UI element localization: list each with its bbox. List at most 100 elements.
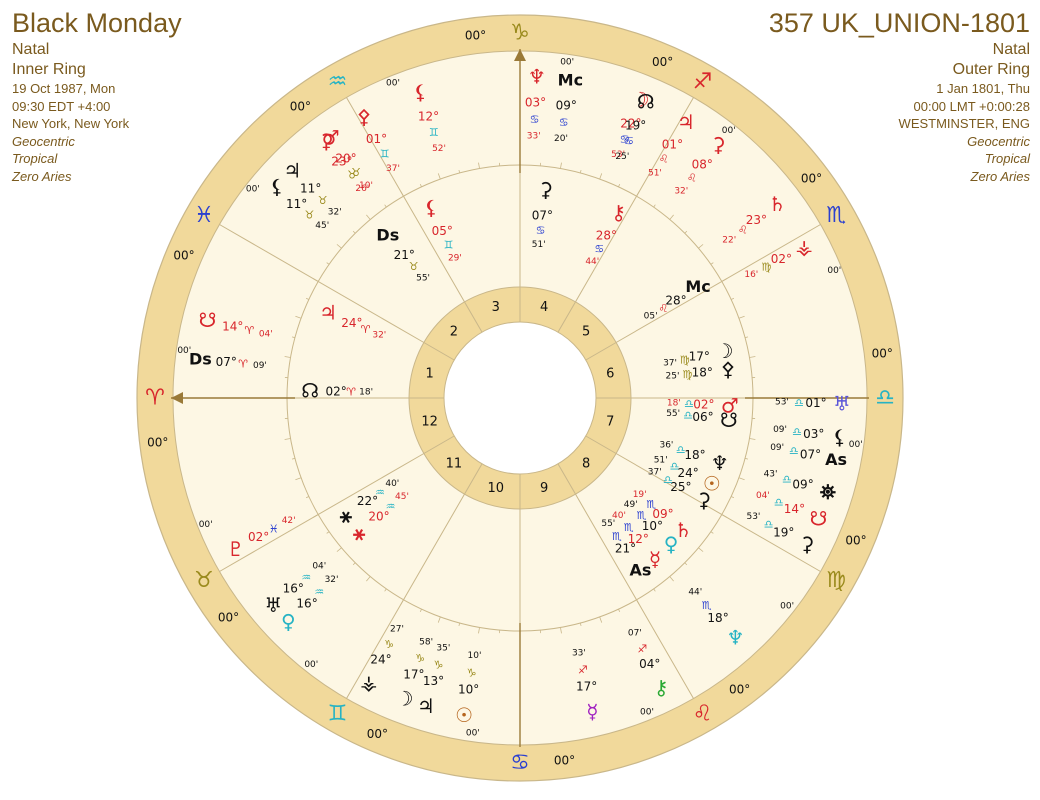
sign-minute-label: 00' — [640, 707, 654, 717]
outer-point-sign-icon: ♑ — [433, 658, 443, 671]
degree-tick — [458, 622, 461, 627]
inner-point-degree: 18° — [684, 448, 705, 462]
outer-point-minute: 52' — [432, 144, 446, 154]
inner-point-icon: ⚷ — [611, 201, 626, 225]
sign-pisces-icon: ♓ — [194, 203, 214, 228]
outer-point-sign-icon: ♒ — [301, 571, 311, 584]
sign-minute-label: 00' — [780, 602, 794, 612]
house-2-number: 2 — [450, 324, 458, 339]
outer-point-icon: ♄ — [768, 192, 786, 216]
house-3-number: 3 — [492, 300, 500, 315]
outer-point-sign-icon: ♎ — [764, 518, 774, 531]
house-divider — [464, 463, 483, 495]
inner-point-minute: 55' — [601, 519, 615, 529]
outer-point-degree: 12° — [418, 109, 439, 123]
degree-tick — [366, 576, 371, 582]
inner-point-degree: 22° — [357, 494, 378, 508]
outer-point-degree: 18° — [707, 611, 728, 625]
degree-tick — [305, 297, 309, 300]
inner-point-minute: 32' — [372, 330, 386, 340]
house-9-number: 9 — [540, 481, 548, 496]
outer-point-sign-icon: ♏ — [702, 599, 712, 612]
sign-degree-label: 00° — [845, 534, 866, 548]
outer-point-minute: 04' — [312, 561, 326, 571]
outer-point-degree: 02° — [248, 530, 269, 544]
outer-point-degree: 03° — [803, 427, 824, 441]
outer-point-minute: 20' — [554, 134, 568, 144]
outer-point-sign-icon: ♊ — [429, 126, 439, 139]
outer-point-icon: ⚸ — [413, 80, 428, 104]
inner-chart-type: Natal — [12, 41, 50, 58]
outer-point-sign-icon: ♋ — [559, 116, 569, 129]
outer-point-icon: ☉ — [455, 703, 473, 727]
sign-scorpio-icon: ♏ — [826, 203, 846, 228]
wheel-rings — [136, 14, 904, 782]
degree-tick — [312, 278, 319, 282]
cusp-line — [346, 493, 465, 699]
outer-chart-ring: Outer Ring — [952, 61, 1030, 78]
sign-leo-icon: ♌ — [693, 702, 713, 727]
sign-gemini-icon: ♊ — [328, 702, 348, 727]
degree-tick — [579, 169, 582, 174]
degree-tick — [710, 262, 714, 265]
inner-chart-time: 09:30 EDT +4:00 — [12, 98, 111, 114]
outer-point-degree: 13° — [423, 674, 444, 688]
outer-point-icon: ♃ — [283, 158, 301, 182]
outer-point-icon: ☊ — [637, 90, 655, 114]
inner-point-icon: ♄ — [674, 518, 692, 542]
inner-point-sign-icon: ♈ — [346, 386, 356, 399]
inner-point-minute: 55' — [666, 409, 680, 419]
outer-point-degree: 02° — [771, 252, 792, 266]
house-divider — [585, 435, 617, 454]
outer-point-minute: 26' — [355, 184, 369, 194]
inner-point-sign-icon: ♈ — [361, 323, 371, 336]
house-5-number: 5 — [582, 324, 590, 339]
inner-point-sign-icon: ♏ — [624, 521, 634, 534]
sign-degree-label: 00° — [147, 435, 168, 449]
outer-point-sign-icon: ♈ — [244, 324, 254, 337]
outer-point-sign-icon: ♐ — [578, 663, 588, 676]
outer-point-degree: 09° — [556, 99, 577, 113]
outer-point-minute: 53' — [775, 398, 789, 408]
outer-point-degree: 23° — [331, 155, 352, 169]
inner-point-icon: ♀ — [664, 532, 679, 556]
outer-point-degree: 20° — [335, 152, 356, 166]
inner-chart-title: Black Monday — [12, 8, 182, 38]
degree-tick — [749, 438, 756, 440]
sign-degree-label: 00° — [173, 248, 194, 262]
outer-point-minute: 09' — [773, 425, 787, 435]
inner-point-sign-icon: ♏ — [612, 530, 622, 543]
sign-minute-label: 00' — [560, 57, 574, 67]
outer-chart-info: 357 UK_UNION-1801 Natal Outer Ring 1 Jan… — [769, 8, 1030, 185]
outer-point-minute: 32' — [325, 575, 339, 585]
house-divider — [557, 463, 576, 495]
outer-point-sign-icon: ♉ — [304, 208, 314, 221]
degree-tick — [437, 173, 441, 180]
outer-point-sign-icon: ♊ — [380, 147, 390, 160]
outer-point-minute: 45' — [315, 221, 329, 231]
outer-point-icon: ☋ — [810, 507, 828, 531]
outer-point-icon: ⚶ — [796, 235, 813, 259]
outer-point-degree: 08° — [692, 158, 713, 172]
house-12-number: 12 — [421, 415, 438, 430]
outer-point-degree: 14° — [222, 319, 243, 333]
outer-point-icon: ♆ — [726, 625, 744, 649]
outer-point-degree: 14° — [784, 502, 805, 516]
degree-tick — [336, 244, 342, 249]
outer-point-sign-icon: ♋ — [620, 133, 630, 146]
zodiac-sign-band: ♈00°00'♉00°00'♊00°00'♋00°00'♌00°00'♍00°0… — [145, 21, 895, 776]
outer-point-sign-icon: ♎ — [782, 473, 792, 486]
degree-tick — [560, 627, 562, 634]
sign-degree-label: 00° — [465, 29, 486, 43]
degree-tick — [721, 278, 728, 282]
degree-tick — [684, 230, 688, 234]
inner-point-degree: 20° — [368, 509, 389, 523]
outer-point-degree: 04° — [639, 657, 660, 671]
outer-chart-place: WESTMINSTER, ENG — [898, 116, 1030, 131]
sign-minute-label: 00' — [199, 520, 213, 530]
degree-tick — [478, 162, 480, 169]
outer-chart-title: 357 UK_UNION-1801 — [768, 8, 1030, 38]
sign-minute-label: 00' — [246, 184, 260, 194]
degree-tick — [669, 214, 674, 220]
inner-point-icon: ⚹ — [340, 503, 352, 527]
